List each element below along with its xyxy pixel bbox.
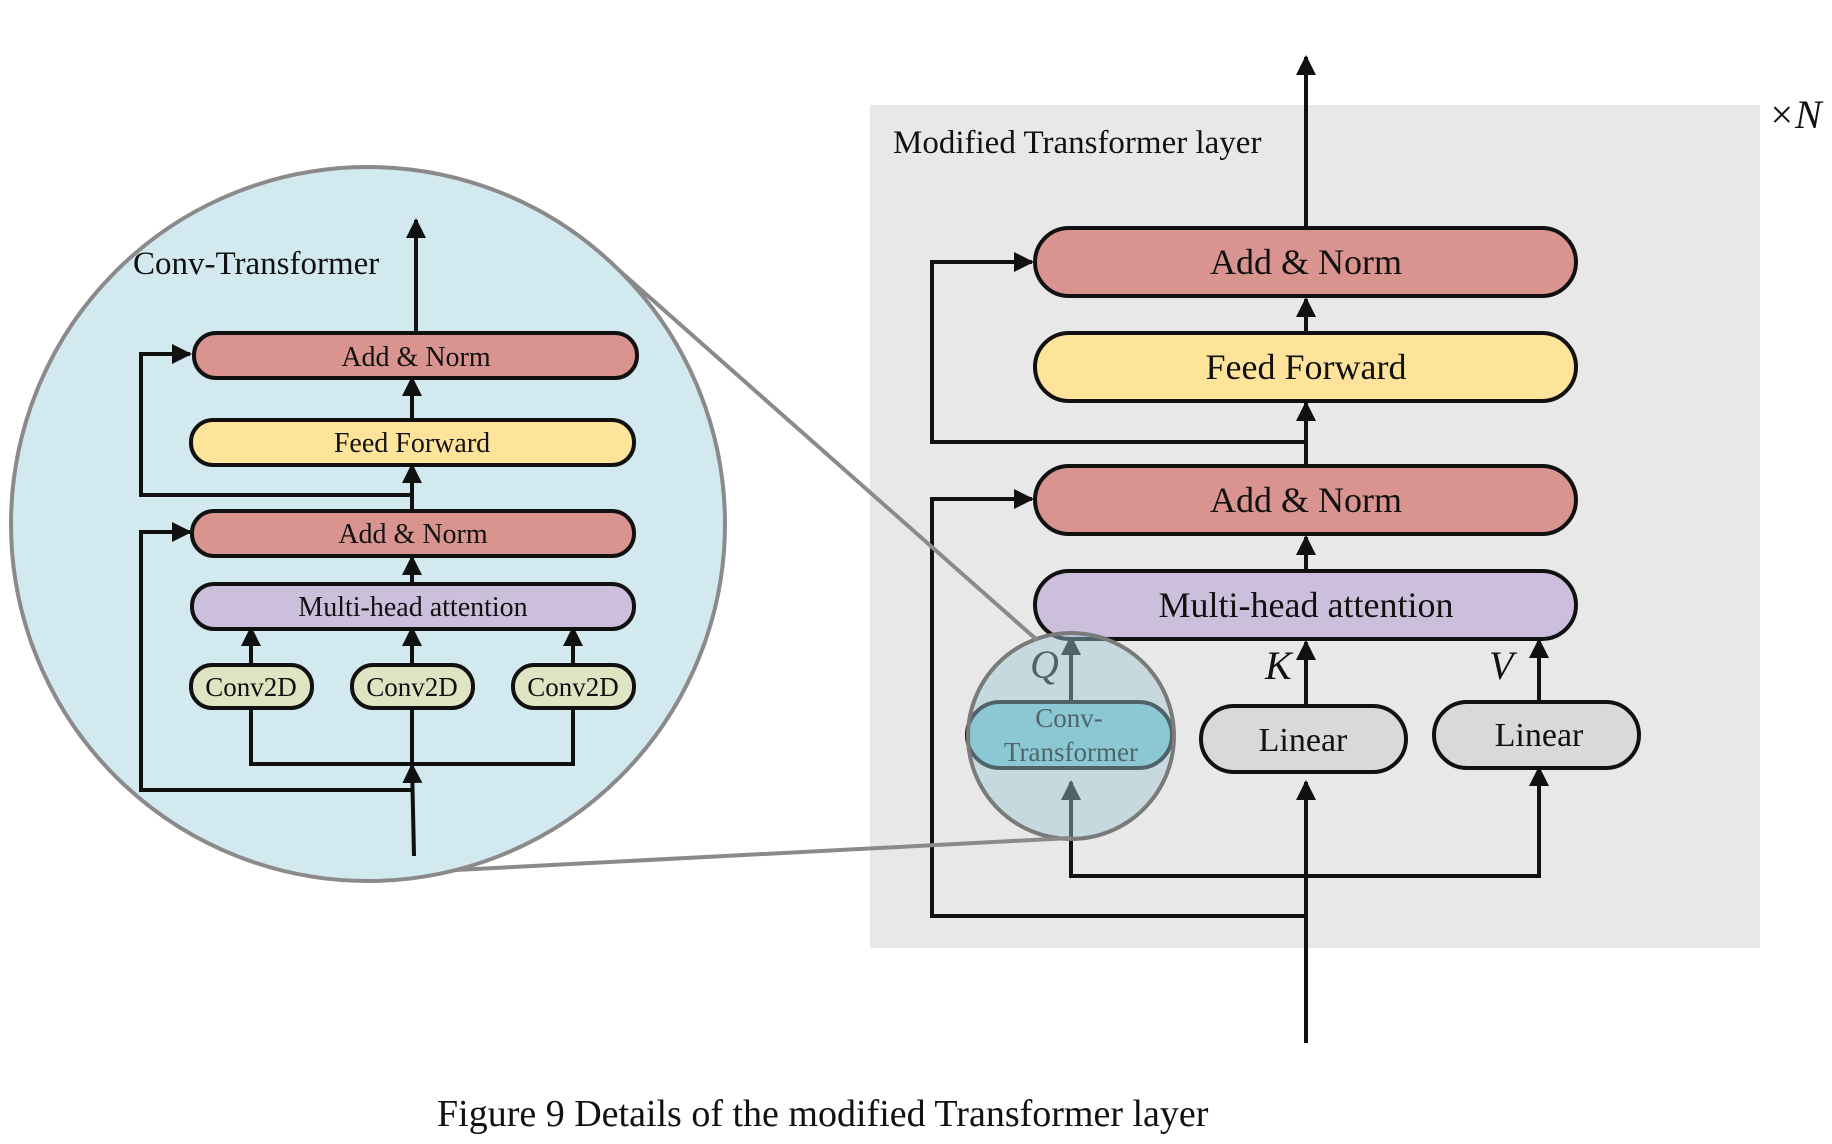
diagram: Modified Transformer layer ×N Add & Norm… — [9, 55, 1824, 1043]
zoom-conv2d-1-label: Conv2D — [205, 672, 297, 702]
zoom-conv2d-2-label: Conv2D — [366, 672, 458, 702]
zoom-add-norm-top-block — [192, 331, 639, 380]
zoom-feed-forward-label: Feed Forward — [334, 428, 490, 459]
linear-v-label: Linear — [1495, 717, 1584, 754]
repeat-n-label: ×N — [1768, 92, 1824, 137]
v-label: V — [1489, 643, 1518, 688]
feed-forward-label: Feed Forward — [1206, 347, 1407, 387]
zoom-conv2d-3-block — [511, 663, 636, 710]
zoom-add-norm-top-label: Add & Norm — [341, 342, 491, 373]
add-norm-top-label: Add & Norm — [1210, 242, 1402, 282]
multi-head-attention-label: Multi-head attention — [1159, 585, 1454, 625]
zoom-add-norm-mid-label: Add & Norm — [338, 519, 488, 550]
multi-head-attention-block — [1033, 569, 1578, 641]
add-norm-mid-block — [1033, 464, 1578, 536]
linear-k-label: Linear — [1259, 722, 1348, 759]
linear-k-block — [1199, 704, 1408, 774]
feed-forward-block — [1033, 331, 1578, 403]
zoom-multi-head-attention-label: Multi-head attention — [298, 592, 527, 623]
zoom-add-norm-mid-block — [190, 509, 636, 558]
zoom-conv2d-3-label: Conv2D — [527, 672, 619, 702]
zoom-conv2d-1-block — [189, 663, 314, 710]
zoom-title: Conv-Transformer — [133, 246, 379, 282]
zoom-conv2d-2-block — [350, 663, 475, 710]
figure-caption: Figure 9 Details of the modified Transfo… — [437, 1093, 1209, 1135]
zoom-connector-bottom — [455, 836, 1072, 872]
k-label: K — [1264, 643, 1294, 688]
zoom-connector-top — [611, 263, 1039, 642]
conv-transformer-label-line2: Transformer — [1004, 737, 1138, 767]
q-label: Q — [1030, 642, 1059, 687]
conv-transformer-label-line1: Conv- — [1035, 703, 1103, 733]
zoom-connections — [139, 218, 583, 857]
zoom-multi-head-attention-block — [190, 582, 636, 631]
add-norm-top-block — [1033, 226, 1578, 298]
zoom-feed-forward-block — [189, 418, 636, 467]
add-norm-mid-label: Add & Norm — [1210, 480, 1402, 520]
linear-v-block — [1432, 700, 1641, 770]
transformer-layer-title: Modified Transformer layer — [893, 125, 1261, 161]
right-connections — [930, 55, 1549, 1043]
magnifier-small-circle — [966, 631, 1176, 841]
